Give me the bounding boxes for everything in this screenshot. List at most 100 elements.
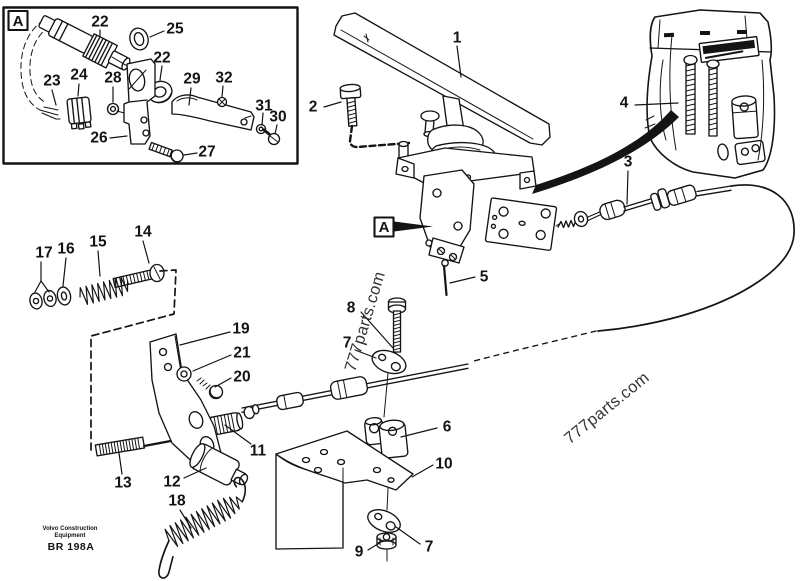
part-number-label: 22 (91, 14, 108, 31)
part-number-label: 2 (309, 99, 318, 116)
callout-leader-line (159, 65, 163, 81)
screw-30 (262, 128, 281, 146)
spring-15 (79, 276, 129, 306)
part-number-label: 18 (168, 493, 186, 510)
screw-32 (216, 96, 228, 108)
nut-9 (376, 532, 397, 550)
screw-8 (387, 297, 407, 353)
bolt-14 (112, 263, 165, 289)
part-number-label: 8 (347, 300, 356, 317)
part-number-label: 11 (250, 443, 267, 460)
callout-leader-line (634, 102, 679, 106)
part-number-label: 29 (183, 71, 201, 88)
cable-ferrule-2 (666, 184, 697, 206)
callout-leader-line (149, 30, 165, 38)
spring-bolt-set (29, 263, 165, 310)
part-number-label: 12 (163, 474, 180, 491)
part-number-label: 17 (35, 245, 52, 262)
callout-leader-line (188, 87, 192, 106)
part-number-label: 19 (232, 321, 250, 338)
part-number-label: 23 (43, 73, 61, 90)
callout-leader-line (456, 45, 462, 78)
cable-cap (243, 404, 260, 420)
publisher-name-line1: Volvo Construction (43, 526, 98, 532)
hook-bracket (171, 94, 255, 131)
part-number-label: 9 (355, 544, 364, 561)
mount-plate-10 (275, 430, 414, 550)
footer-publisher-block: Volvo Construction Equipment BR 198A (43, 526, 98, 553)
sensor-bracket (123, 58, 156, 145)
washer-16 (56, 286, 72, 306)
part-number-label: 16 (57, 241, 75, 258)
callout-leader-line (400, 427, 438, 438)
callout-leader-line (40, 280, 50, 293)
cable-loop (597, 184, 795, 332)
part-number-label: 7 (425, 539, 434, 556)
callout-leader-line (323, 101, 342, 108)
callout-leader-line (34, 261, 42, 293)
nuts-17 (29, 289, 57, 310)
connector-plug (66, 96, 92, 130)
hinge-bracket (419, 169, 475, 264)
part-number-label: 14 (134, 224, 152, 241)
callout-leader-line (360, 311, 394, 349)
callout-leader-line (183, 467, 207, 479)
throttle-cable (473, 184, 795, 362)
pin-5 (441, 259, 449, 297)
part-number-label: 25 (166, 21, 184, 38)
bolt-20 (196, 377, 224, 400)
callout-leader-line (354, 349, 377, 359)
part-number-label: 30 (269, 109, 286, 126)
clamp-block-6 (364, 416, 409, 459)
callout-leader-line (626, 170, 629, 205)
callout-leader-line (261, 112, 264, 126)
part-number-label: 4 (620, 95, 629, 112)
cable-sleeve (276, 391, 304, 411)
callout-leader-line (179, 331, 231, 346)
ref-marker-label: A (379, 219, 390, 236)
part-number-label: 7 (343, 335, 352, 352)
inset-marker-label: A (13, 13, 24, 30)
part-number-label: 26 (90, 130, 108, 147)
o-ring (129, 27, 149, 51)
cable-end-spring (557, 219, 577, 229)
callout-leader-line (274, 124, 278, 135)
screw-27 (148, 141, 184, 163)
part-number-label: 10 (435, 456, 452, 473)
callout-leader-line (214, 377, 232, 388)
callout-leader-line (395, 526, 421, 545)
side-plate (484, 197, 558, 251)
bag-label (698, 35, 760, 64)
part-number-label: 20 (233, 369, 250, 386)
inset-panel: A (2, 6, 299, 165)
part-number-label: 32 (215, 70, 232, 87)
bolt-2 (339, 83, 362, 127)
cable-barrel (329, 376, 369, 400)
cable-swoosh (532, 110, 679, 194)
bag-screw-a (683, 54, 698, 135)
callout-leader-line (77, 83, 80, 97)
callout-leader-line (51, 89, 57, 106)
callout-leader-line (221, 85, 224, 98)
bag-cylinder (731, 95, 759, 140)
bag-screw-b (706, 59, 720, 137)
sensor-wire (20, 19, 61, 120)
part-number-label: 21 (233, 345, 251, 362)
part-number-label: 27 (198, 144, 215, 161)
sensor-body (38, 15, 131, 71)
callout-leader-line (367, 541, 382, 551)
part-number-label: 24 (70, 67, 88, 84)
bag-block (734, 139, 766, 166)
callout-leader-line (411, 464, 434, 478)
callout-leader-line (97, 250, 101, 277)
part-number-label: 28 (104, 70, 122, 87)
callout-leader-line (192, 354, 232, 372)
inset-border (2, 6, 299, 165)
floor-boundary-dashed (90, 269, 177, 453)
cable-collar (650, 188, 671, 211)
callout-leader-line (224, 424, 252, 445)
callout-leader-line (142, 240, 150, 264)
